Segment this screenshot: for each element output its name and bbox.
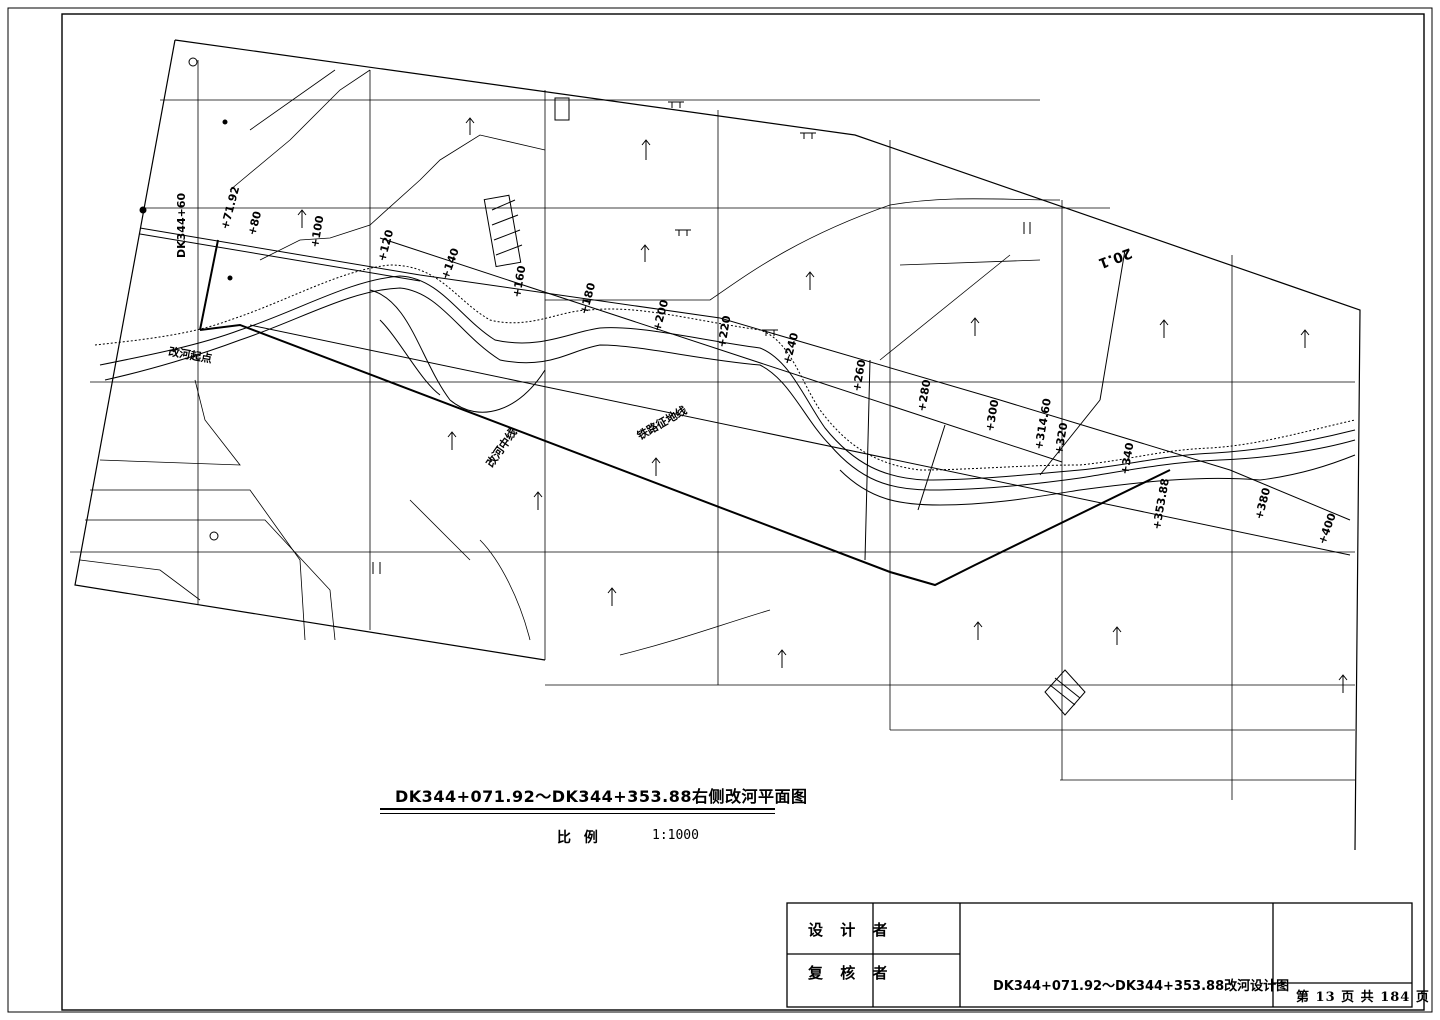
sta-120-label: +120 [375, 228, 396, 263]
survey-grid [70, 60, 1355, 800]
dimension-201-label: 20.1 [1096, 244, 1134, 271]
designer-label: 设 计 者 [808, 921, 894, 939]
centerline-label: 改河中线 [483, 426, 520, 470]
survey-points [139, 57, 233, 541]
drawing-name: DK344+071.92～DK344+353.88改河设计图 [993, 979, 1290, 994]
inner-frame [61, 13, 1425, 1011]
sta-353-label: +353.88 [1150, 477, 1172, 530]
sta-314-label: +314.60 [1032, 397, 1054, 450]
station-labels: DK344+60 +71.92 +80 +100 +120 +140 +160 … [167, 185, 1338, 546]
field-arrow-symbols [297, 117, 1348, 693]
river-channel [94, 264, 1356, 506]
existing-road [139, 227, 1351, 521]
checker-label: 复 核 者 [808, 964, 894, 982]
new-river-centerline [199, 239, 1171, 587]
sta-80-label: +80 [245, 209, 264, 236]
scale-value: 1:1000 [652, 828, 699, 843]
tree-marks [372, 101, 1031, 574]
sta-380-label: +380 [1252, 486, 1273, 521]
map-boundary [174, 39, 1361, 851]
dk-start-label: DK344+60 [175, 193, 188, 258]
sta-180-label: +180 [577, 281, 598, 316]
scale-label: 比 例 [557, 830, 602, 846]
sta-320-label: +320 [1052, 421, 1070, 455]
building-hatched [483, 97, 570, 268]
title-underline [380, 808, 775, 810]
terrain-contours [79, 69, 1061, 656]
title-block [786, 902, 1413, 1008]
drawing-title: DK344+071.92～DK344+353.88右侧改河平面图 [395, 787, 808, 806]
title-underline-thin [380, 813, 775, 814]
land-boundary-line [249, 249, 1351, 561]
sta-100-label: +100 [308, 214, 326, 248]
sta-260-label: +260 [850, 358, 868, 392]
land-boundary-label: 铁路征地线 [635, 403, 690, 443]
sta-280-label: +280 [915, 378, 933, 412]
page-number: 第 13 页 共 184 页 [1296, 990, 1430, 1005]
sta-340-label: +340 [1118, 441, 1136, 475]
outer-frame [7, 7, 1433, 1013]
bridge-marker [1044, 669, 1086, 716]
sta-300-label: +300 [983, 398, 1001, 432]
map-boundary-left [74, 39, 546, 661]
sta-400-label: +400 [1316, 511, 1339, 546]
sta-200-label: +200 [650, 298, 671, 333]
sta-160-label: +160 [510, 264, 528, 298]
sta-220-label: +220 [715, 314, 733, 348]
